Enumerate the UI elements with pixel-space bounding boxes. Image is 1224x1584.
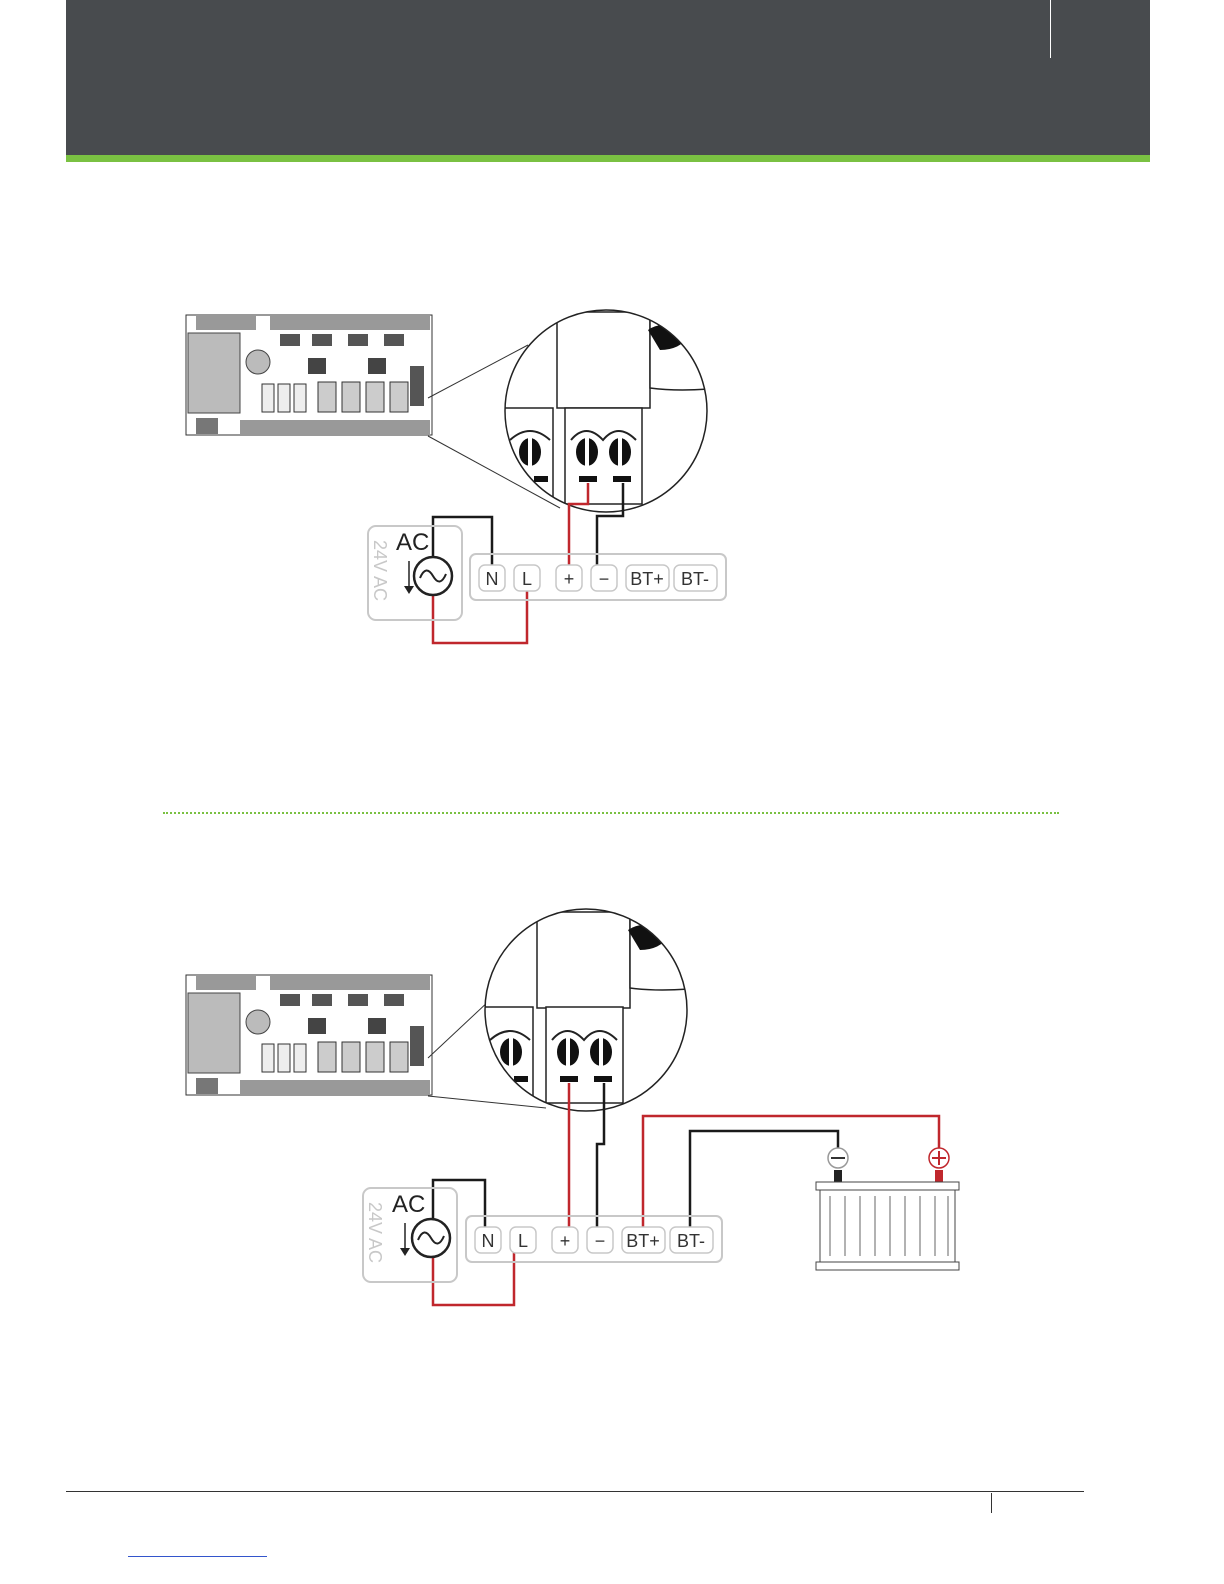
terminal-bt-plus: BT+ [626,1231,660,1251]
terminal-n: N [482,1231,495,1251]
terminal-plus: + [560,1231,571,1251]
footer-tick [991,1493,992,1513]
battery-icon [816,1148,959,1270]
terminal-strip: N L + − BT+ BT- [475,1227,713,1253]
ac-label: AC [392,1191,425,1218]
terminal-bt-minus: BT- [677,1231,705,1251]
terminal-minus: − [595,1231,606,1251]
terminal-magnifier [480,900,700,1120]
controller-board-image [186,975,432,1095]
footer-rule [66,1491,1084,1492]
footer-link-underline[interactable] [128,1556,267,1557]
wiring-diagram-ac-battery: AC 24V AC N L + − BT+ BT- [0,0,1224,1400]
terminal-l: L [518,1231,528,1251]
ac-voltage-label: 24V AC [365,1202,385,1263]
